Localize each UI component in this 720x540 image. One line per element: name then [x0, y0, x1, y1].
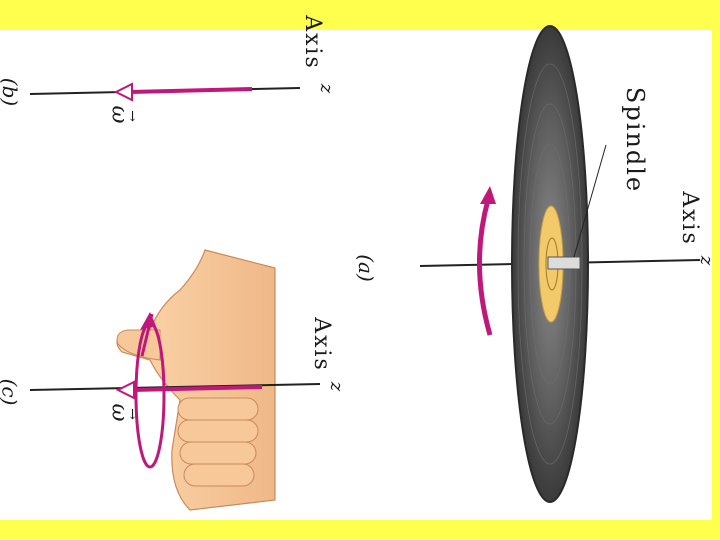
axis-b-variable: z — [316, 84, 337, 93]
spindle — [548, 257, 580, 269]
curled-fingers — [178, 398, 258, 486]
panel-b-label: (b) — [0, 78, 22, 106]
omega-overarrow-c: → — [124, 408, 140, 420]
axis-a-variable: z — [696, 256, 717, 265]
axis-a-label: Axis — [677, 191, 702, 246]
spindle-label: Spindle — [621, 87, 649, 193]
axis-b-label: Axis — [300, 15, 325, 70]
omega-overarrow-b: → — [124, 110, 140, 122]
axis-c-variable: z — [326, 382, 347, 391]
axis-c-label: Axis — [309, 317, 334, 372]
panel-a-label: (a) — [354, 254, 378, 282]
panel-c-label: (c) — [0, 379, 21, 406]
